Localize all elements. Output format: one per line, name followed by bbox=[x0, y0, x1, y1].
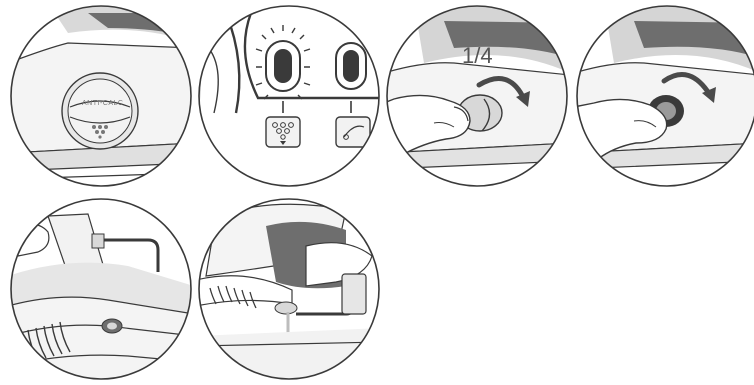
remove-cap-icon bbox=[574, 3, 754, 189]
cap-text: ANTI-CALC bbox=[82, 100, 123, 107]
panel-anti-calc-cap: ANTI-CALC bbox=[8, 3, 194, 189]
panel-anti-calc-indicator bbox=[196, 3, 382, 189]
unscrew-cap-icon: 1/4 bbox=[384, 3, 570, 189]
panel-rinse-under-tap bbox=[196, 196, 382, 382]
panel-fill-water bbox=[8, 196, 194, 382]
fill-water-icon bbox=[8, 196, 194, 382]
quarter-turn-label: 1/4 bbox=[462, 43, 493, 68]
rinse-under-tap-icon bbox=[196, 196, 382, 382]
anti-calc-indicator-icon bbox=[196, 3, 382, 189]
anti-calc-cap-icon: ANTI-CALC bbox=[8, 3, 194, 189]
panel-remove-cap bbox=[574, 3, 754, 189]
panel-unscrew-cap: 1/4 bbox=[384, 3, 570, 189]
